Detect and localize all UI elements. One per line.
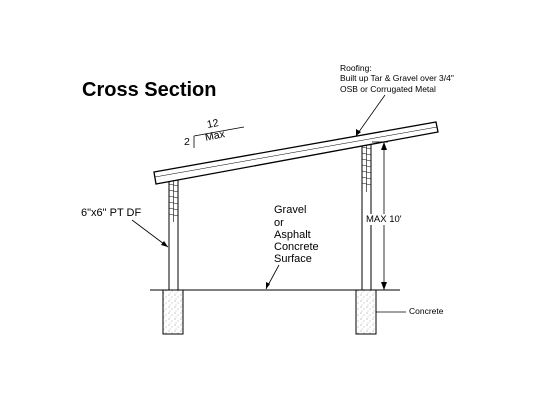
max-height-label: MAX 10' (366, 214, 402, 225)
roof-beam (153, 121, 439, 185)
roofing-label-line1: Roofing: (340, 63, 372, 73)
roofing-label-line2: Built up Tar & Gravel over 3/4" (340, 73, 454, 83)
roofing-label-line3: OSB or Corrugated Metal (340, 84, 436, 94)
surface-label-line4: Concrete (274, 241, 319, 253)
post-size-label: 6"x6" PT DF (81, 207, 142, 219)
left-post (168, 171, 179, 291)
right-footing (355, 289, 377, 335)
post-label-leader (131, 219, 169, 248)
footing-label: Concrete (409, 306, 444, 316)
diagram-title: Cross Section (82, 79, 217, 101)
surface-leader (265, 264, 280, 290)
left-footing (162, 289, 184, 335)
surface-label-line1: Gravel (274, 204, 307, 216)
surface-label-line2: or (274, 217, 284, 229)
slope-rise-label: 2 (184, 136, 190, 148)
surface-label-line5: Surface (274, 253, 312, 265)
slope-indicator (193, 126, 245, 148)
roofing-leader (355, 94, 386, 137)
surface-label-line3: Asphalt (274, 229, 311, 241)
